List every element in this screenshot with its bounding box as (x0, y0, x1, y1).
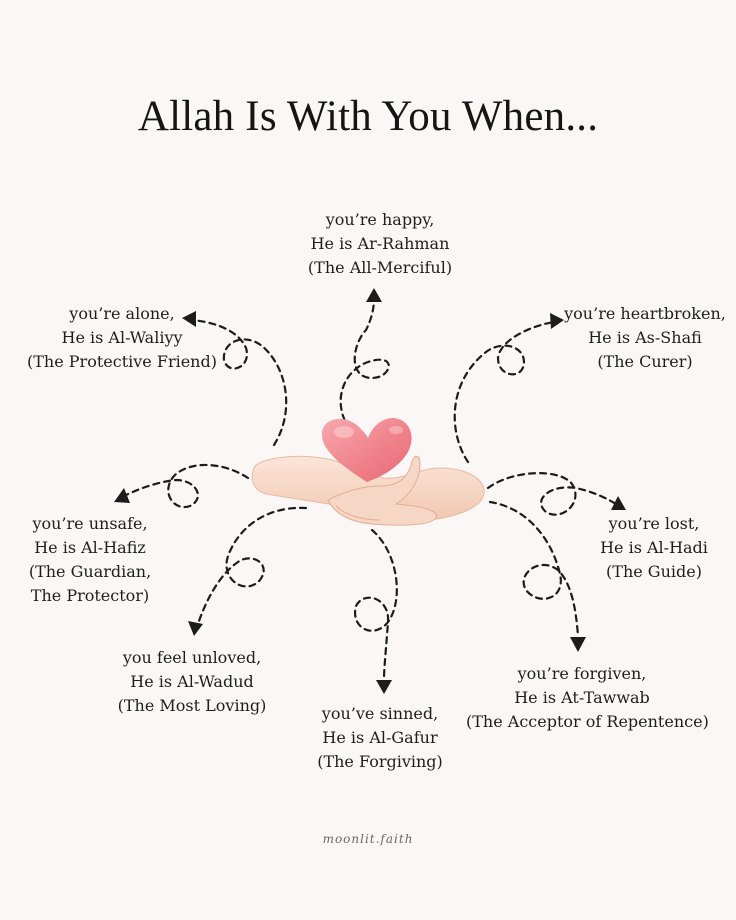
lost-name: He is Al-Hadi (600, 538, 708, 557)
arrow-heartbroken (453, 313, 564, 464)
arrow-forgiven (488, 500, 586, 652)
sinned-name: He is Al-Gafur (322, 728, 438, 747)
arrow-alone (182, 311, 288, 447)
lost-meaning: (The Guide) (606, 562, 702, 581)
arrow-sinned (353, 528, 398, 694)
label-alone: you’re alone, He is Al-Waliyy (The Prote… (22, 302, 222, 374)
sinned-meaning: (The Forgiving) (317, 752, 443, 771)
unloved-condition: you feel unloved, (122, 648, 262, 667)
label-unloved: you feel unloved, He is Al-Wadud (The Mo… (112, 646, 272, 718)
arrow-happy (339, 288, 390, 432)
heartbroken-name: He is As-Shafi (588, 328, 702, 347)
happy-condition: you’re happy, (325, 210, 435, 229)
label-heartbroken: you’re heartbroken, He is As-Shafi (The … (560, 302, 730, 374)
page-title: Allah Is With You When... (137, 93, 599, 140)
arrow-unsafe (114, 463, 250, 509)
heartbroken-condition: you’re heartbroken, (564, 304, 726, 323)
unsafe-meaning: (The Guardian, (28, 562, 152, 581)
label-sinned: you’ve sinned, He is Al-Gafur (The Forgi… (306, 702, 454, 774)
heartbroken-meaning: (The Curer) (597, 352, 693, 371)
watermark: moonlit.faith (322, 832, 414, 846)
happy-name: He is Ar-Rahman (310, 234, 450, 253)
unsafe-condition: you’re unsafe, (32, 514, 148, 533)
arrow-lost (486, 472, 626, 516)
forgiven-name: He is At-Tawwab (514, 688, 650, 707)
lost-condition: you’re lost, (608, 514, 700, 533)
arrow-unloved (188, 506, 308, 636)
sinned-condition: you’ve sinned, (321, 704, 439, 723)
label-happy: you’re happy, He is Ar-Rahman (The All-M… (300, 208, 460, 280)
label-forgiven: you’re forgiven, He is At-Tawwab (The Ac… (466, 662, 709, 734)
alone-condition: you’re alone, (69, 304, 175, 323)
alone-meaning: (The Protective Friend) (27, 352, 217, 371)
label-unsafe: you’re unsafe, He is Al-Hafiz (The Guard… (18, 512, 162, 608)
unsafe-meaning-2: The Protector) (30, 586, 150, 605)
forgiven-meaning: (The Acceptor of Repentence) (466, 712, 709, 731)
label-lost: you’re lost, He is Al-Hadi (The Guide) (594, 512, 714, 584)
forgiven-condition: you’re forgiven, (517, 664, 647, 683)
alone-name: He is Al-Waliyy (61, 328, 183, 347)
heart-in-hands-icon (251, 418, 485, 526)
unloved-name: He is Al-Wadud (130, 672, 254, 691)
unloved-meaning: (The Most Loving) (117, 696, 267, 715)
unsafe-name: He is Al-Hafiz (34, 538, 146, 557)
happy-meaning: (The All-Merciful) (307, 258, 453, 277)
